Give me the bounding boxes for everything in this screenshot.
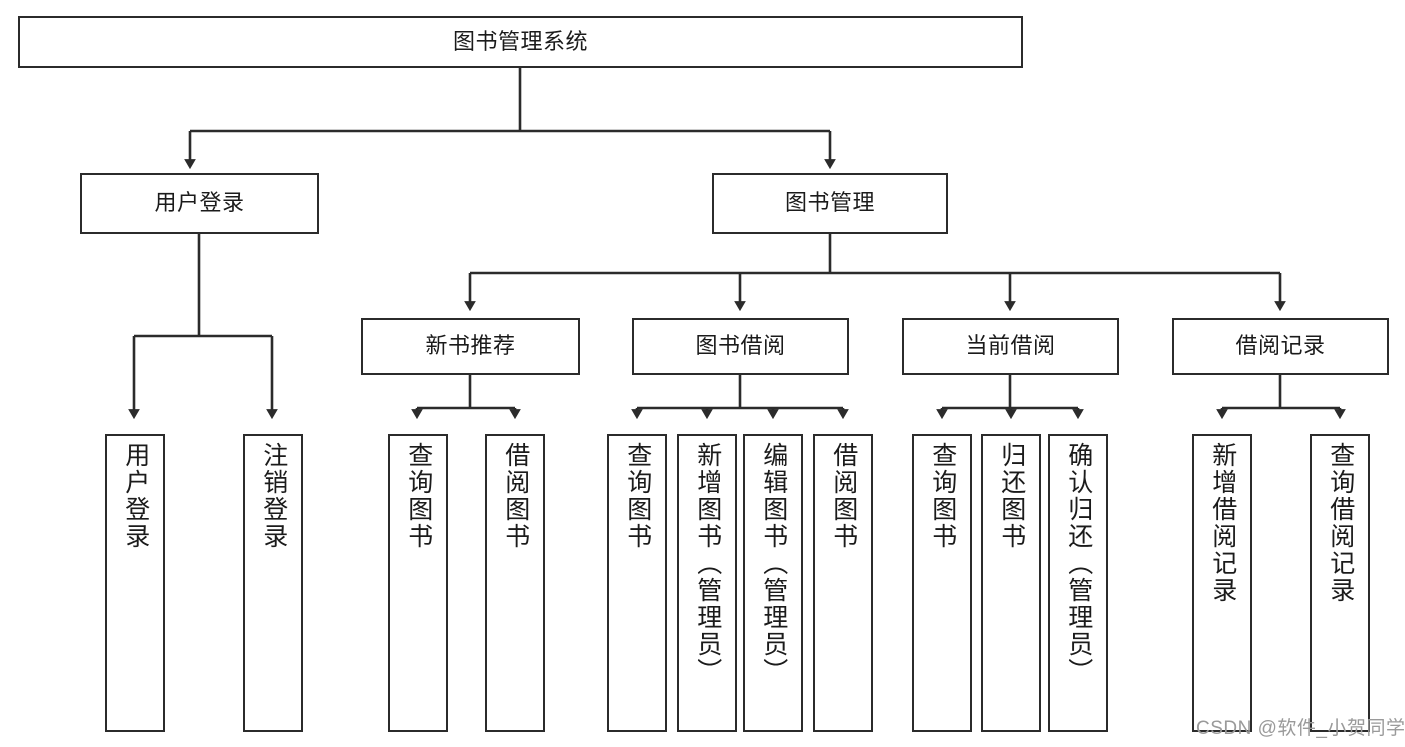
leaf-add-book-admin[interactable]: 新增图书（管理员） <box>677 434 737 732</box>
leaf-add-book-admin-label: 新增图书（管理员） <box>693 442 722 685</box>
node-root-label: 图书管理系统 <box>452 28 588 54</box>
leaf-logout[interactable]: 注销登录 <box>243 434 303 732</box>
node-book-management-label: 图书管理 <box>784 190 875 216</box>
node-new-book-recommend-label: 新书推荐 <box>425 333 516 359</box>
node-user-login-label: 用户登录 <box>154 190 245 216</box>
leaf-add-borrow-record-label: 新增借阅记录 <box>1208 442 1237 604</box>
leaf-user-login-label: 用户登录 <box>121 442 150 550</box>
leaf-query-book-newbook-label: 查询图书 <box>404 442 433 550</box>
leaf-logout-label: 注销登录 <box>259 442 288 550</box>
leaf-lend-book-label: 借阅图书 <box>829 442 858 550</box>
node-current-borrow-label: 当前借阅 <box>965 333 1056 359</box>
node-book-borrow[interactable]: 图书借阅 <box>632 318 849 375</box>
leaf-query-borrow-record[interactable]: 查询借阅记录 <box>1310 434 1370 732</box>
leaf-return-book[interactable]: 归还图书 <box>981 434 1041 732</box>
csdn-watermark: CSDN @软件_小贺同学 <box>1196 718 1405 739</box>
leaf-query-book-borrow[interactable]: 查询图书 <box>607 434 667 732</box>
leaf-borrow-book-newbook-label: 借阅图书 <box>501 442 530 550</box>
node-current-borrow[interactable]: 当前借阅 <box>902 318 1119 375</box>
node-borrow-record[interactable]: 借阅记录 <box>1172 318 1389 375</box>
leaf-query-borrow-record-label: 查询借阅记录 <box>1326 442 1355 604</box>
leaf-borrow-book-newbook[interactable]: 借阅图书 <box>485 434 545 732</box>
node-borrow-record-label: 借阅记录 <box>1235 333 1326 359</box>
node-user-login[interactable]: 用户登录 <box>80 173 319 234</box>
leaf-query-book-current-label: 查询图书 <box>928 442 957 550</box>
node-book-management[interactable]: 图书管理 <box>712 173 948 234</box>
leaf-edit-book-admin-label: 编辑图书（管理员） <box>759 442 788 685</box>
leaf-add-borrow-record[interactable]: 新增借阅记录 <box>1192 434 1252 732</box>
node-book-borrow-label: 图书借阅 <box>695 333 786 359</box>
leaf-query-book-borrow-label: 查询图书 <box>623 442 652 550</box>
leaf-return-book-label: 归还图书 <box>997 442 1026 550</box>
leaf-query-book-newbook[interactable]: 查询图书 <box>388 434 448 732</box>
leaf-confirm-return-admin[interactable]: 确认归还（管理员） <box>1048 434 1108 732</box>
leaf-user-login[interactable]: 用户登录 <box>105 434 165 732</box>
leaf-confirm-return-admin-label: 确认归还（管理员） <box>1064 442 1093 685</box>
leaf-query-book-current[interactable]: 查询图书 <box>912 434 972 732</box>
node-root[interactable]: 图书管理系统 <box>18 16 1023 68</box>
leaf-lend-book[interactable]: 借阅图书 <box>813 434 873 732</box>
leaf-edit-book-admin[interactable]: 编辑图书（管理员） <box>743 434 803 732</box>
node-new-book-recommend[interactable]: 新书推荐 <box>361 318 580 375</box>
